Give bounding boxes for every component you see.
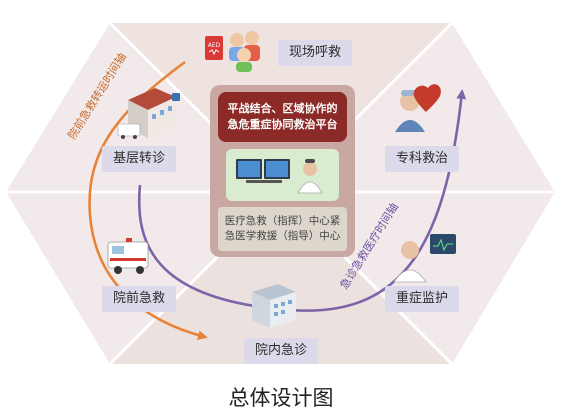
node-prehospital-emergency: 院前急救 <box>102 286 176 312</box>
platform-sub-line2: 急医学救援（指导）中心 <box>224 230 341 242</box>
doctor-monitor-icon <box>393 234 456 283</box>
platform-title-line2: 急危重症协同救治平台 <box>227 118 338 131</box>
monitors-operator-icon <box>236 159 323 194</box>
node-specialist-treatment: 专科救治 <box>385 146 459 172</box>
coordination-platform: 平战结合、区域协作的 急危重症协同救治平台 医疗急救（指挥）中心紧 急医学救援（… <box>210 85 355 257</box>
aed-people-icon: AED <box>205 31 260 72</box>
node-inhospital-emergency: 院内急诊 <box>244 338 318 364</box>
node-primary-transfer: 基层转诊 <box>102 146 176 172</box>
aed-label: AED <box>208 42 221 49</box>
node-scene-rescue: 现场呼救 <box>278 40 352 66</box>
hospital-icon <box>117 88 180 139</box>
hospital-building-icon <box>252 284 296 328</box>
doctor-heart-icon <box>395 84 441 132</box>
sector-bottom <box>110 196 452 364</box>
platform-title: 平战结合、区域协作的 急危重症协同救治平台 <box>218 92 347 142</box>
platform-title-line1: 平战结合、区域协作的 <box>227 102 338 115</box>
command-center-illustration <box>226 149 339 201</box>
node-critical-monitoring: 重症监护 <box>385 286 459 312</box>
platform-sub-line1: 医疗急救（指挥）中心紧 <box>224 215 341 227</box>
ambulance-icon <box>107 238 149 274</box>
figure-caption: 总体设计图 <box>228 386 334 410</box>
platform-subtitle: 医疗急救（指挥）中心紧 急医学救援（指导）中心 <box>218 207 347 251</box>
